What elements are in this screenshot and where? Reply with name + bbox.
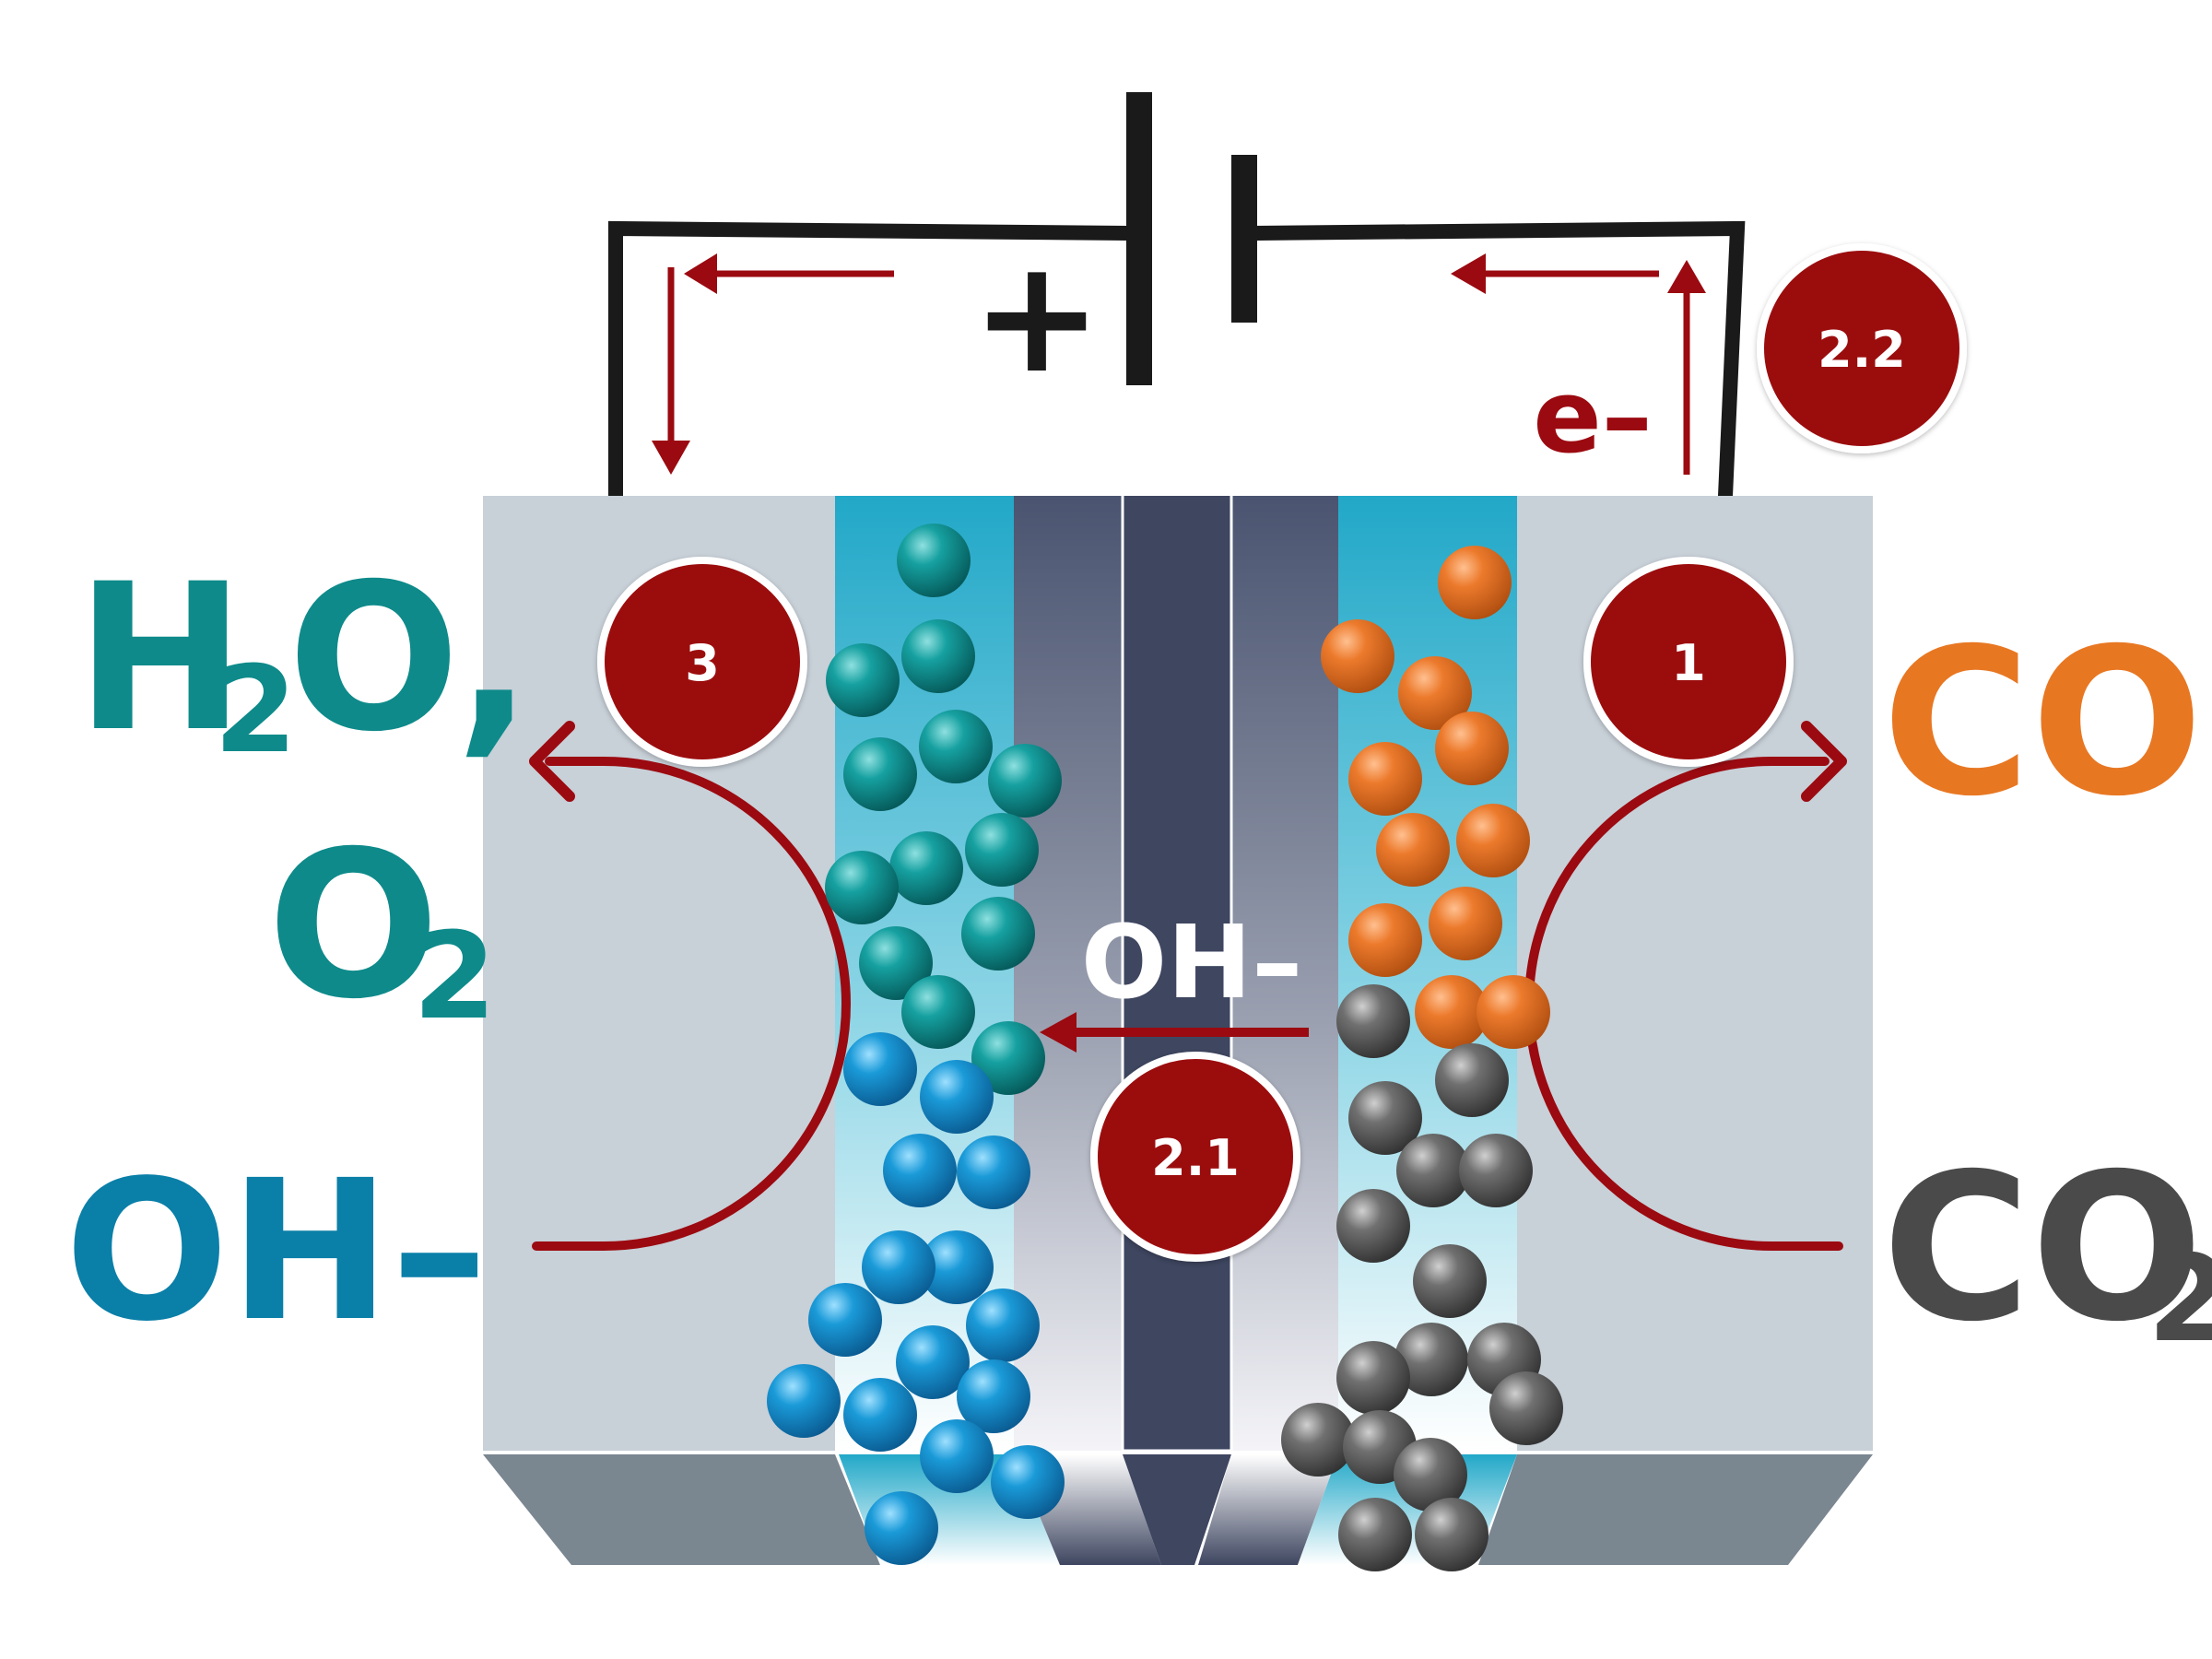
- anode-process-arrow: [532, 757, 851, 1251]
- badge-3: 3: [597, 557, 807, 767]
- electron-flow-arrows: [652, 253, 1706, 475]
- battery-icon: [1126, 92, 1257, 385]
- oh-left-label: OH–: [65, 1138, 488, 1364]
- plus-sign: +: [971, 226, 1102, 408]
- badge-2-2: 2.2: [1757, 243, 1967, 453]
- svg-text:2.2: 2.2: [1818, 321, 1906, 379]
- svg-text:2: 2: [413, 906, 496, 1046]
- circuit-wire: [608, 220, 1746, 504]
- svg-text:CO: CO: [1882, 1130, 2203, 1366]
- cell-base: [483, 1454, 1873, 1565]
- membrane-right-layer: [1231, 496, 1338, 1451]
- oh-center-label: OH–: [1081, 903, 1303, 1021]
- svg-text:O: O: [267, 807, 440, 1043]
- cathode-arrow-head: [1801, 721, 1847, 802]
- membrane-left-layer: [1014, 496, 1123, 1451]
- badge-2-1: 2.1: [1090, 1052, 1300, 1262]
- co-label: CO: [1882, 605, 2203, 841]
- oh-transport-arrow: [1040, 1012, 1309, 1053]
- blue-molecules: [767, 1032, 1065, 1565]
- o2-label: O 2: [267, 807, 496, 1046]
- h2o-label: H 2 O,: [76, 540, 533, 780]
- teal-molecules: [825, 524, 1062, 1095]
- grey-molecules: [1281, 984, 1563, 1571]
- badge-1: 1: [1583, 557, 1794, 767]
- co2-label: CO 2: [1882, 1130, 2212, 1369]
- svg-text:O,: O,: [288, 540, 533, 776]
- membrane-dividers: [1121, 496, 1233, 1453]
- orange-molecules: [1321, 546, 1550, 1049]
- svg-text:H: H: [76, 540, 245, 776]
- svg-text:3: 3: [685, 634, 720, 692]
- svg-text:2: 2: [214, 640, 297, 780]
- electron-label: e–: [1533, 358, 1653, 476]
- svg-text:2: 2: [2147, 1229, 2212, 1369]
- anode-arrow-head: [529, 721, 575, 802]
- svg-text:1: 1: [1671, 634, 1706, 692]
- svg-text:2.1: 2.1: [1151, 1129, 1240, 1187]
- membrane-core: [1123, 496, 1231, 1451]
